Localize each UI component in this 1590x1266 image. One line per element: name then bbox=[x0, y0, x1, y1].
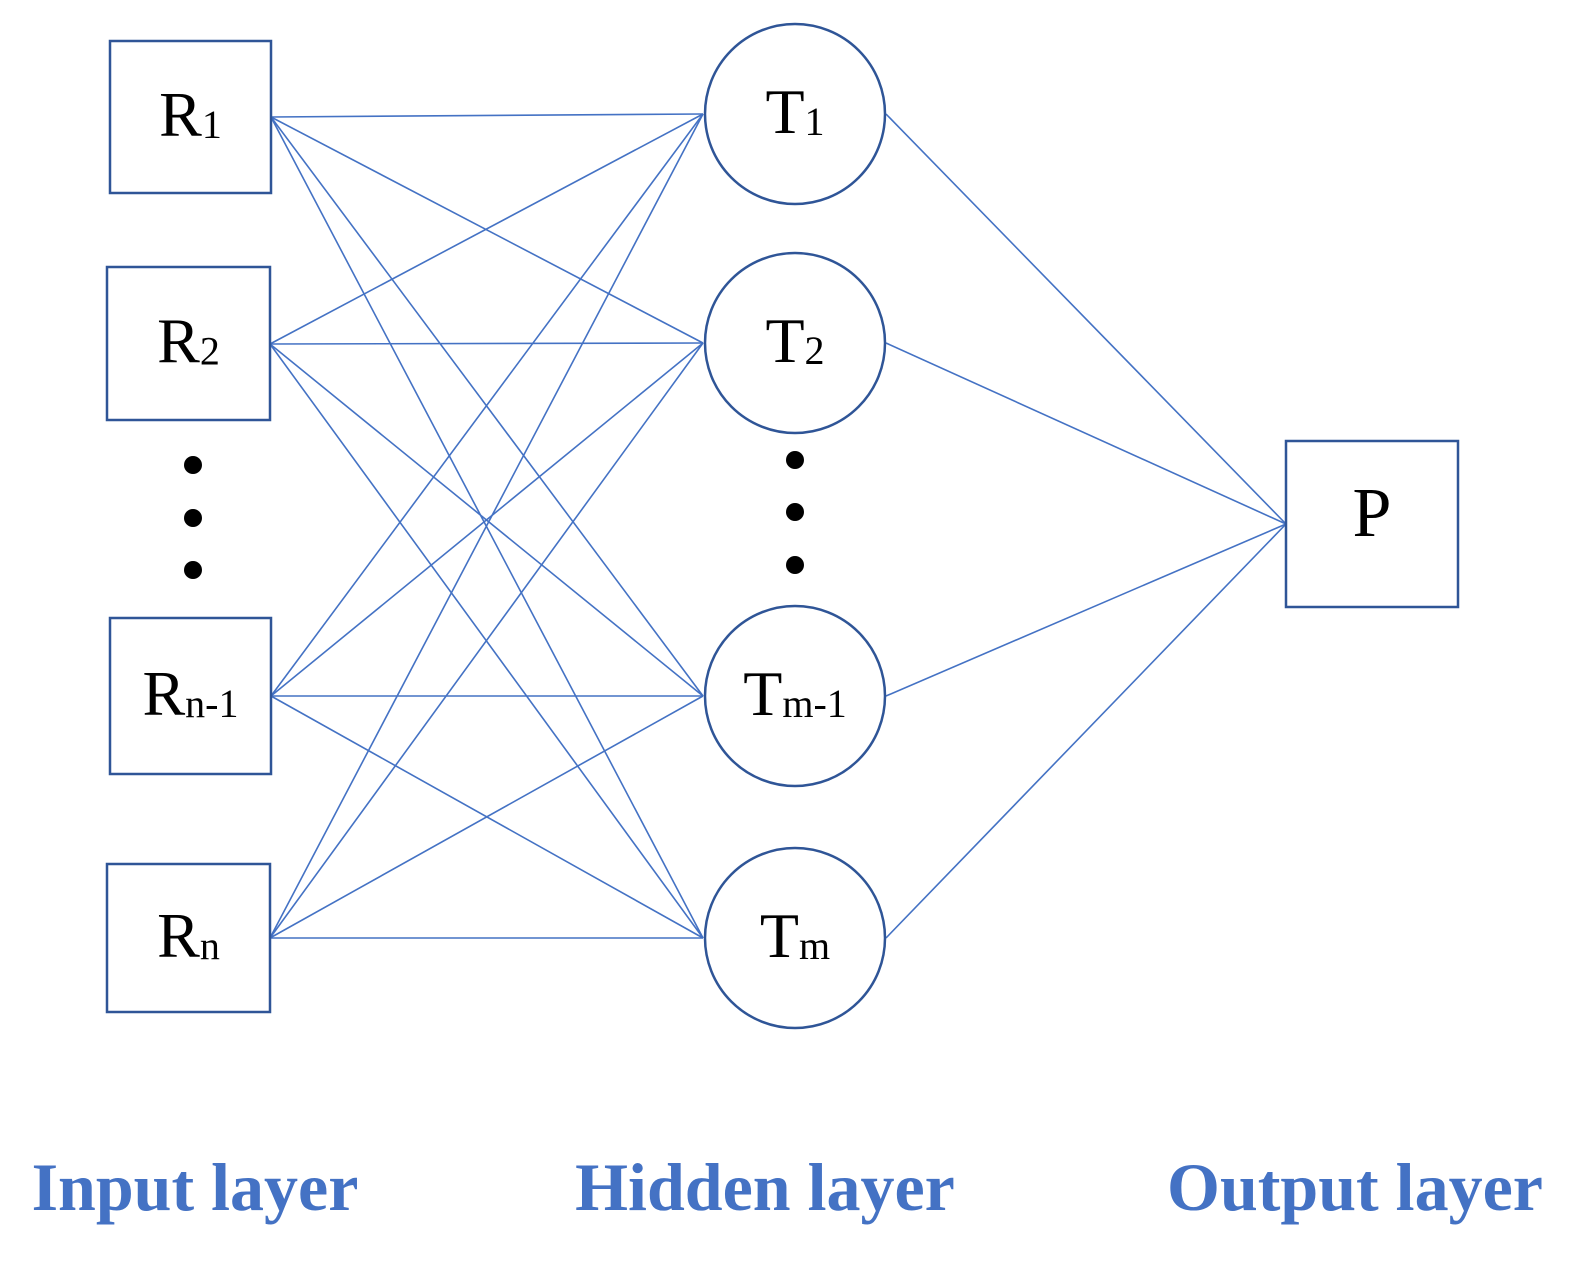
ellipsis-dots: ⋮⋮ bbox=[184, 451, 804, 579]
input-node-label: R2 bbox=[157, 305, 220, 376]
edge-rn-t2 bbox=[269, 342, 704, 939]
hidden-node-label: Tm bbox=[760, 900, 830, 971]
edge-r1-t2 bbox=[270, 116, 704, 344]
edge-rn1-t1 bbox=[270, 113, 704, 697]
input-layer-label: Input layer bbox=[32, 1149, 359, 1225]
edge-r1-tm bbox=[270, 116, 704, 939]
output-layer-label: Output layer bbox=[1167, 1149, 1543, 1225]
output-node-label: P bbox=[1353, 475, 1392, 552]
edge-rn-tm1 bbox=[269, 695, 704, 939]
hidden-node-tm1: Tm-1 bbox=[703, 604, 887, 788]
edge-tm1-p bbox=[885, 523, 1287, 697]
edge-t2-p bbox=[885, 342, 1287, 525]
hidden-node-tm: Tm bbox=[703, 846, 887, 1030]
connection-edges bbox=[269, 113, 1287, 939]
input-ellipsis: ⋮ bbox=[184, 456, 202, 579]
input-node-rn: Rn bbox=[105, 862, 272, 1014]
hidden-node-t1: T1 bbox=[703, 22, 887, 206]
hidden-node-label: T1 bbox=[765, 76, 824, 147]
hidden-node-label: Tm-1 bbox=[743, 658, 847, 729]
edge-r2-t1 bbox=[269, 113, 704, 345]
hidden-layer-label: Hidden layer bbox=[575, 1149, 955, 1225]
input-node-r2: R2 bbox=[105, 265, 272, 422]
output-node-p: P bbox=[1284, 439, 1460, 609]
edge-t1-p bbox=[885, 113, 1287, 525]
edge-tm-p bbox=[885, 523, 1287, 939]
hidden-ellipsis: ⋮ bbox=[786, 451, 804, 574]
hidden-node-t2: T2 bbox=[703, 251, 887, 435]
edge-r1-tm1 bbox=[270, 116, 704, 697]
edge-r2-t2 bbox=[269, 342, 704, 345]
edge-rn1-t2 bbox=[270, 342, 704, 697]
input-node-label: Rn bbox=[157, 900, 220, 971]
input-node-label: R1 bbox=[159, 79, 222, 150]
edge-r1-t1 bbox=[270, 113, 704, 118]
input-node-rn1: Rn-1 bbox=[108, 616, 273, 776]
hidden-node-label: T2 bbox=[765, 305, 824, 376]
edge-rn-t1 bbox=[269, 113, 704, 939]
input-node-label: Rn-1 bbox=[142, 658, 238, 729]
input-node-r1: R1 bbox=[108, 39, 273, 195]
